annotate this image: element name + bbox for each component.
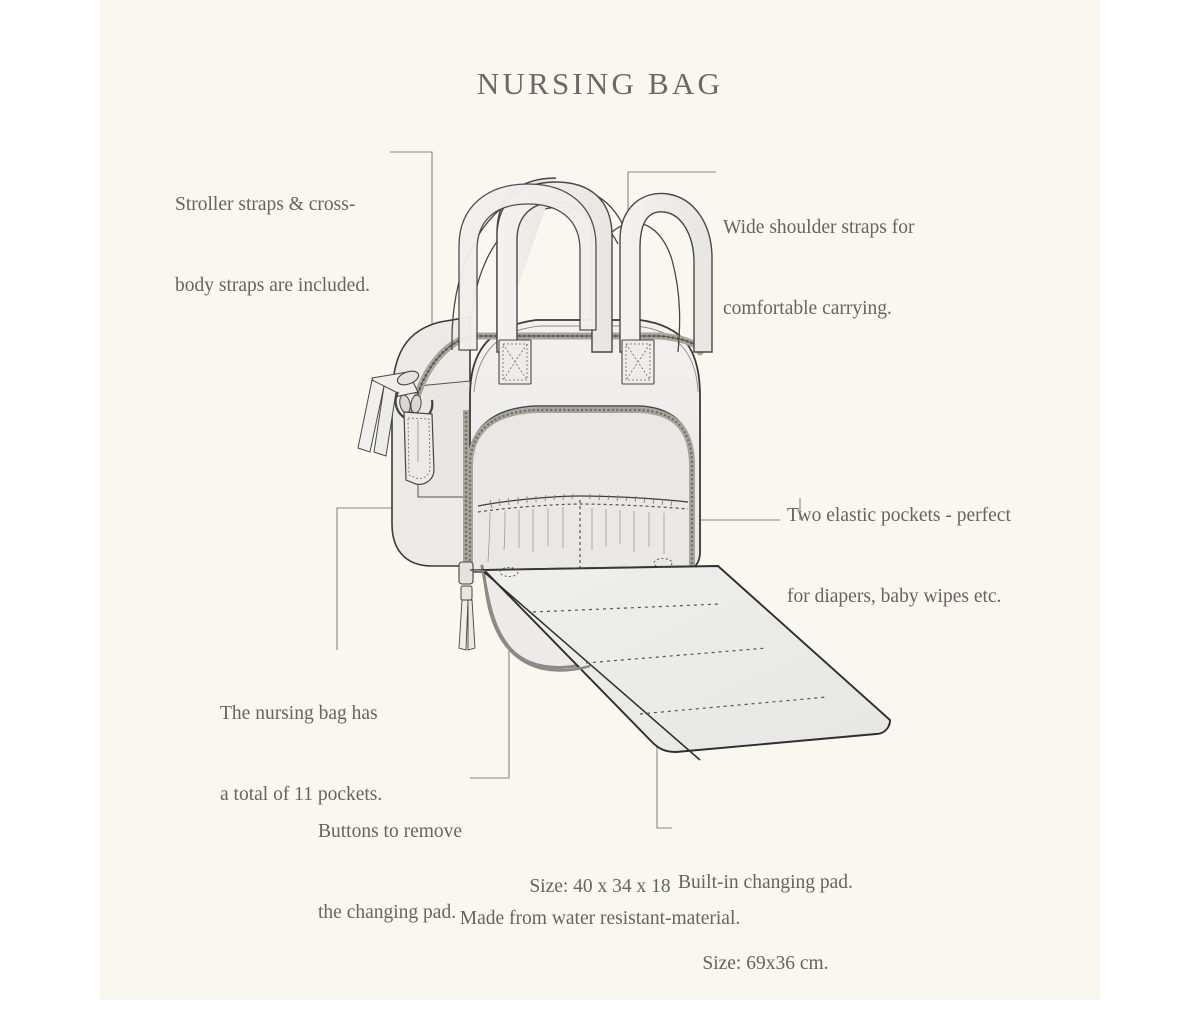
callout-changing-pad-line1: Built-in changing pad. bbox=[678, 871, 853, 893]
strap-tail-a bbox=[357, 379, 385, 453]
buttonhole-left bbox=[499, 566, 519, 578]
leader-stroller-straps bbox=[390, 151, 433, 348]
changing-pad-left-drape-edge bbox=[482, 569, 591, 672]
callout-stroller-straps: Stroller straps & cross- body straps are… bbox=[175, 138, 370, 353]
callout-total-pockets-line1: The nursing bag has bbox=[220, 702, 378, 724]
callout-shoulder-straps: Wide shoulder straps for comfortable car… bbox=[723, 161, 914, 376]
handle-rear-ribbon bbox=[458, 183, 597, 351]
buttonhole-right bbox=[653, 557, 673, 569]
leader-lines bbox=[336, 151, 801, 829]
fold-line-1 bbox=[532, 603, 721, 613]
callout-buttons-remove-pad: Buttons to remove the changing pad. bbox=[318, 765, 462, 980]
changing-pad-fold-lines bbox=[532, 603, 828, 715]
elastic-gather-dashes bbox=[477, 503, 689, 513]
handle-front-right-shape bbox=[619, 192, 713, 353]
callout-buttons-remove-pad-line2: the changing pad. bbox=[318, 901, 457, 923]
callout-elastic-pockets: Two elastic pockets - perfect for diaper… bbox=[787, 449, 1011, 664]
handle-anchor-tabs bbox=[498, 339, 655, 385]
zipper-pull-tassel-group bbox=[357, 370, 435, 485]
page-title: NURSING BAG bbox=[476, 66, 724, 101]
bag-bottom-edge bbox=[469, 565, 695, 571]
zipper-slider-left bbox=[396, 370, 420, 386]
callout-changing-pad-line2: Size: 69x36 cm. bbox=[702, 952, 829, 974]
anchor-tab-left-stitch bbox=[502, 343, 528, 381]
elastic-ruffle-ticks bbox=[489, 493, 673, 509]
strap-tail-b bbox=[373, 385, 397, 457]
callout-changing-pad: Built-in changing pad. Size: 69x36 cm. bbox=[678, 816, 853, 1031]
elastic-drape-lines bbox=[487, 506, 665, 563]
hang-tag-stitch bbox=[407, 417, 431, 479]
hang-tag bbox=[403, 411, 435, 485]
diagram-page: NURSING BAG Stroller straps & cross- bod… bbox=[100, 0, 1100, 1000]
anchor-tab-left-x bbox=[502, 343, 528, 381]
fold-line-2 bbox=[585, 647, 768, 664]
callout-total-pockets-line2: a total of 11 pockets. bbox=[220, 783, 383, 805]
footer-size: Size: 40 x 34 x 18 bbox=[529, 876, 671, 897]
footer-material: Made from water resistant-material. bbox=[459, 908, 741, 929]
bag-group bbox=[357, 177, 891, 761]
front-panel-zipper-tape bbox=[467, 407, 695, 574]
changing-pad-fold-diagonal bbox=[483, 571, 701, 761]
anchor-tab-right-stitch bbox=[625, 343, 651, 381]
callout-total-pockets: The nursing bag has a total of 11 pocket… bbox=[220, 647, 382, 862]
front-zipper-tassel-head bbox=[460, 585, 473, 601]
callout-shoulder-straps-line1: Wide shoulder straps for bbox=[723, 216, 915, 238]
elastic-pocket-top-edge bbox=[477, 495, 689, 507]
fold-line-3 bbox=[639, 696, 828, 715]
callout-elastic-pockets-line2: for diapers, baby wipes etc. bbox=[787, 585, 1002, 607]
front-zipper-tassel-b bbox=[467, 599, 476, 651]
front-panel-group bbox=[467, 405, 695, 574]
callout-buttons-remove-pad-line1: Buttons to remove bbox=[318, 820, 463, 842]
handles-group bbox=[451, 177, 713, 353]
callout-shoulder-straps-line2: comfortable carrying. bbox=[723, 297, 892, 319]
changing-pad-group bbox=[480, 557, 891, 761]
front-zipper-tassel-a bbox=[458, 599, 469, 651]
front-vertical-zipper bbox=[458, 410, 476, 651]
front-panel bbox=[467, 405, 695, 573]
anchor-tab-right-x bbox=[625, 343, 651, 381]
callout-stroller-straps-line1: Stroller straps & cross- bbox=[175, 193, 356, 215]
callout-elastic-pockets-line1: Two elastic pockets - perfect bbox=[787, 504, 1011, 526]
changing-pad-surface bbox=[483, 565, 891, 753]
front-zipper-slider bbox=[458, 561, 474, 585]
nursing-bag-illustration bbox=[336, 151, 891, 829]
callout-stroller-straps-line2: body straps are included. bbox=[175, 274, 370, 296]
